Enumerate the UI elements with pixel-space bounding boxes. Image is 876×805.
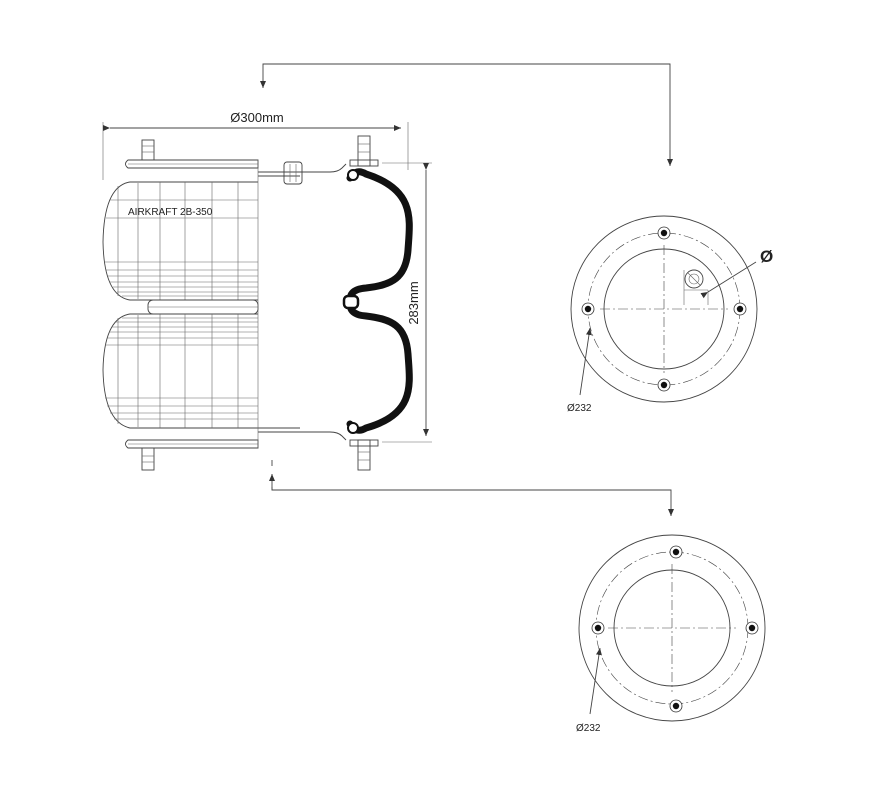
top-plate-view: Ø Ø232 — [567, 215, 773, 414]
top-bead-section — [347, 169, 359, 181]
inlet-diameter-label: Ø — [760, 247, 773, 266]
top-plate-outer — [570, 215, 758, 403]
bellows-section-wall — [342, 168, 413, 434]
lower-convolution — [102, 313, 258, 429]
bottom-plate-bolt-holes — [591, 545, 759, 713]
bottom-bead-plate — [125, 427, 379, 471]
height-dimension-label: 283mm — [406, 281, 421, 324]
width-dimension-label: Ø300mm — [230, 110, 283, 125]
view-leaders — [260, 63, 674, 516]
girdle-ring-section — [342, 294, 360, 310]
top-plate-bolt-holes — [581, 226, 747, 392]
bottom-bead-section — [347, 422, 359, 434]
upper-convolution: AIRKRAFT 2B-350 — [102, 181, 258, 301]
top-bolt-circle-label: Ø232 — [567, 403, 592, 414]
bottom-plate-outer — [578, 534, 766, 722]
air-inlet — [683, 261, 757, 305]
bottom-bolt-circle-label: Ø232 — [576, 723, 601, 734]
top-view-leader — [260, 63, 671, 162]
side-view: Ø300mm 283mm — [102, 110, 432, 471]
girdle-ring — [147, 299, 259, 315]
width-dimension: Ø300mm — [102, 110, 409, 180]
top-bolt-circle-leader — [579, 327, 592, 396]
model-label: AIRKRAFT 2B-350 — [128, 207, 213, 218]
height-dimension: 283mm — [382, 162, 432, 443]
top-bead-plate — [125, 135, 379, 185]
bottom-view-leader — [271, 487, 674, 516]
bottom-bolt-circle-leader — [589, 647, 602, 715]
bottom-plate-view: Ø232 — [576, 534, 766, 734]
